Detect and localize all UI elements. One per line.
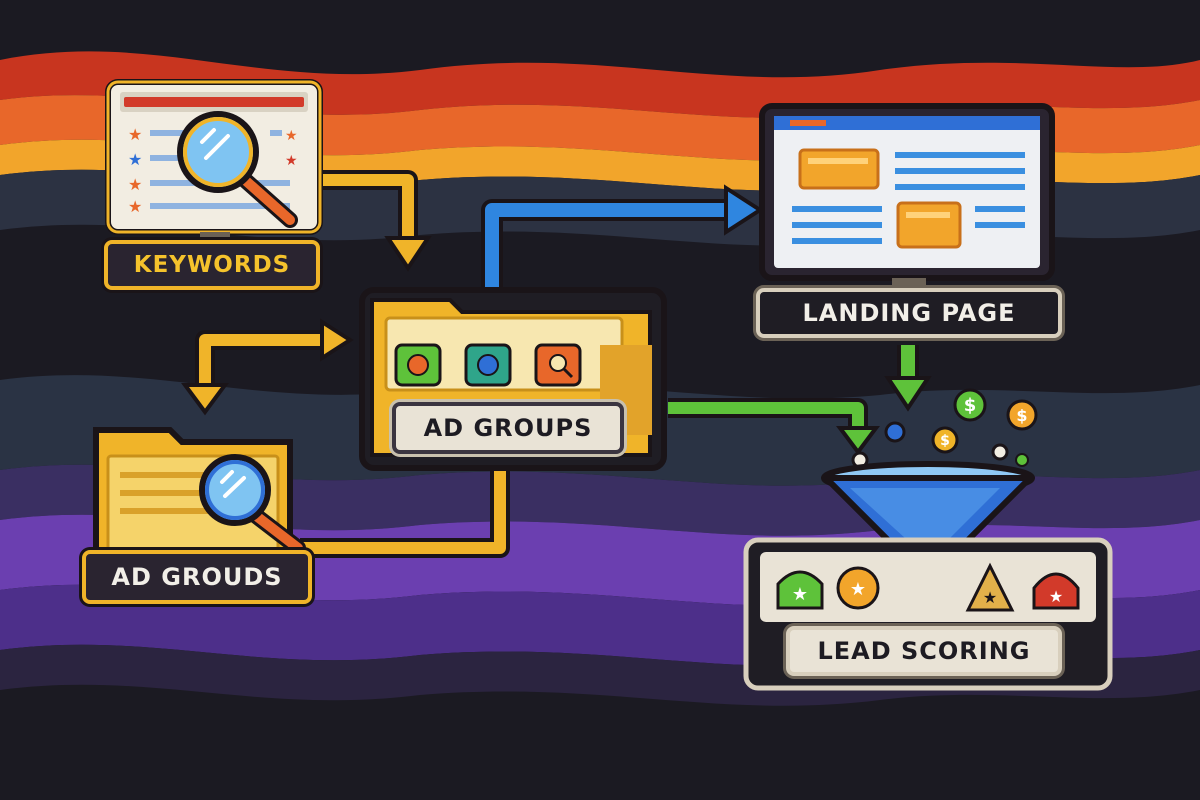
- star-list-icons: ★ ★ ★ ★ ★ ★: [128, 125, 298, 216]
- magnifier-icon: [177, 111, 298, 228]
- arrow-adgrouds-to-adgroups: [300, 470, 510, 558]
- keywords-label: KEYWORDS: [104, 240, 320, 290]
- arrow-keywords-to-adgroups: [322, 170, 432, 272]
- svg-text:★: ★: [128, 197, 142, 216]
- svg-text:★: ★: [285, 128, 298, 144]
- arrow-landing-to-funnel: [884, 345, 932, 412]
- svg-text:★: ★: [850, 579, 866, 600]
- coin-symbol: $: [964, 395, 977, 416]
- ad-grouds-label: AD GROUDS: [82, 550, 312, 604]
- coin-symbol: $: [940, 433, 950, 449]
- svg-text:★: ★: [128, 175, 142, 194]
- landing-page-monitor: [759, 103, 1055, 288]
- magnifier-icon: [199, 454, 306, 556]
- svg-text:★: ★: [1049, 587, 1063, 606]
- ad-grouds-folder: [93, 427, 306, 583]
- ad-groups-label: AD GROUPS: [392, 402, 624, 454]
- landing-page-label: LANDING PAGE: [756, 288, 1062, 338]
- svg-text:★: ★: [792, 584, 808, 605]
- svg-text:★: ★: [128, 150, 142, 169]
- svg-text:★: ★: [285, 153, 298, 169]
- svg-text:★: ★: [128, 125, 142, 144]
- svg-text:★: ★: [983, 588, 997, 607]
- coin-symbol: $: [1016, 406, 1027, 425]
- keywords-panel: ★ ★ ★ ★ ★ ★: [105, 79, 323, 240]
- lead-scoring-label: LEAD SCORING: [786, 626, 1062, 676]
- ad-group-icons: [394, 343, 582, 387]
- lead-score-badges: ★ ★ ★ ★: [776, 562, 1080, 612]
- arrow-adgroups-to-funnel: [668, 398, 880, 456]
- arrow-adgroups-to-landing: [481, 184, 764, 288]
- arrow-loop-left: [181, 318, 354, 416]
